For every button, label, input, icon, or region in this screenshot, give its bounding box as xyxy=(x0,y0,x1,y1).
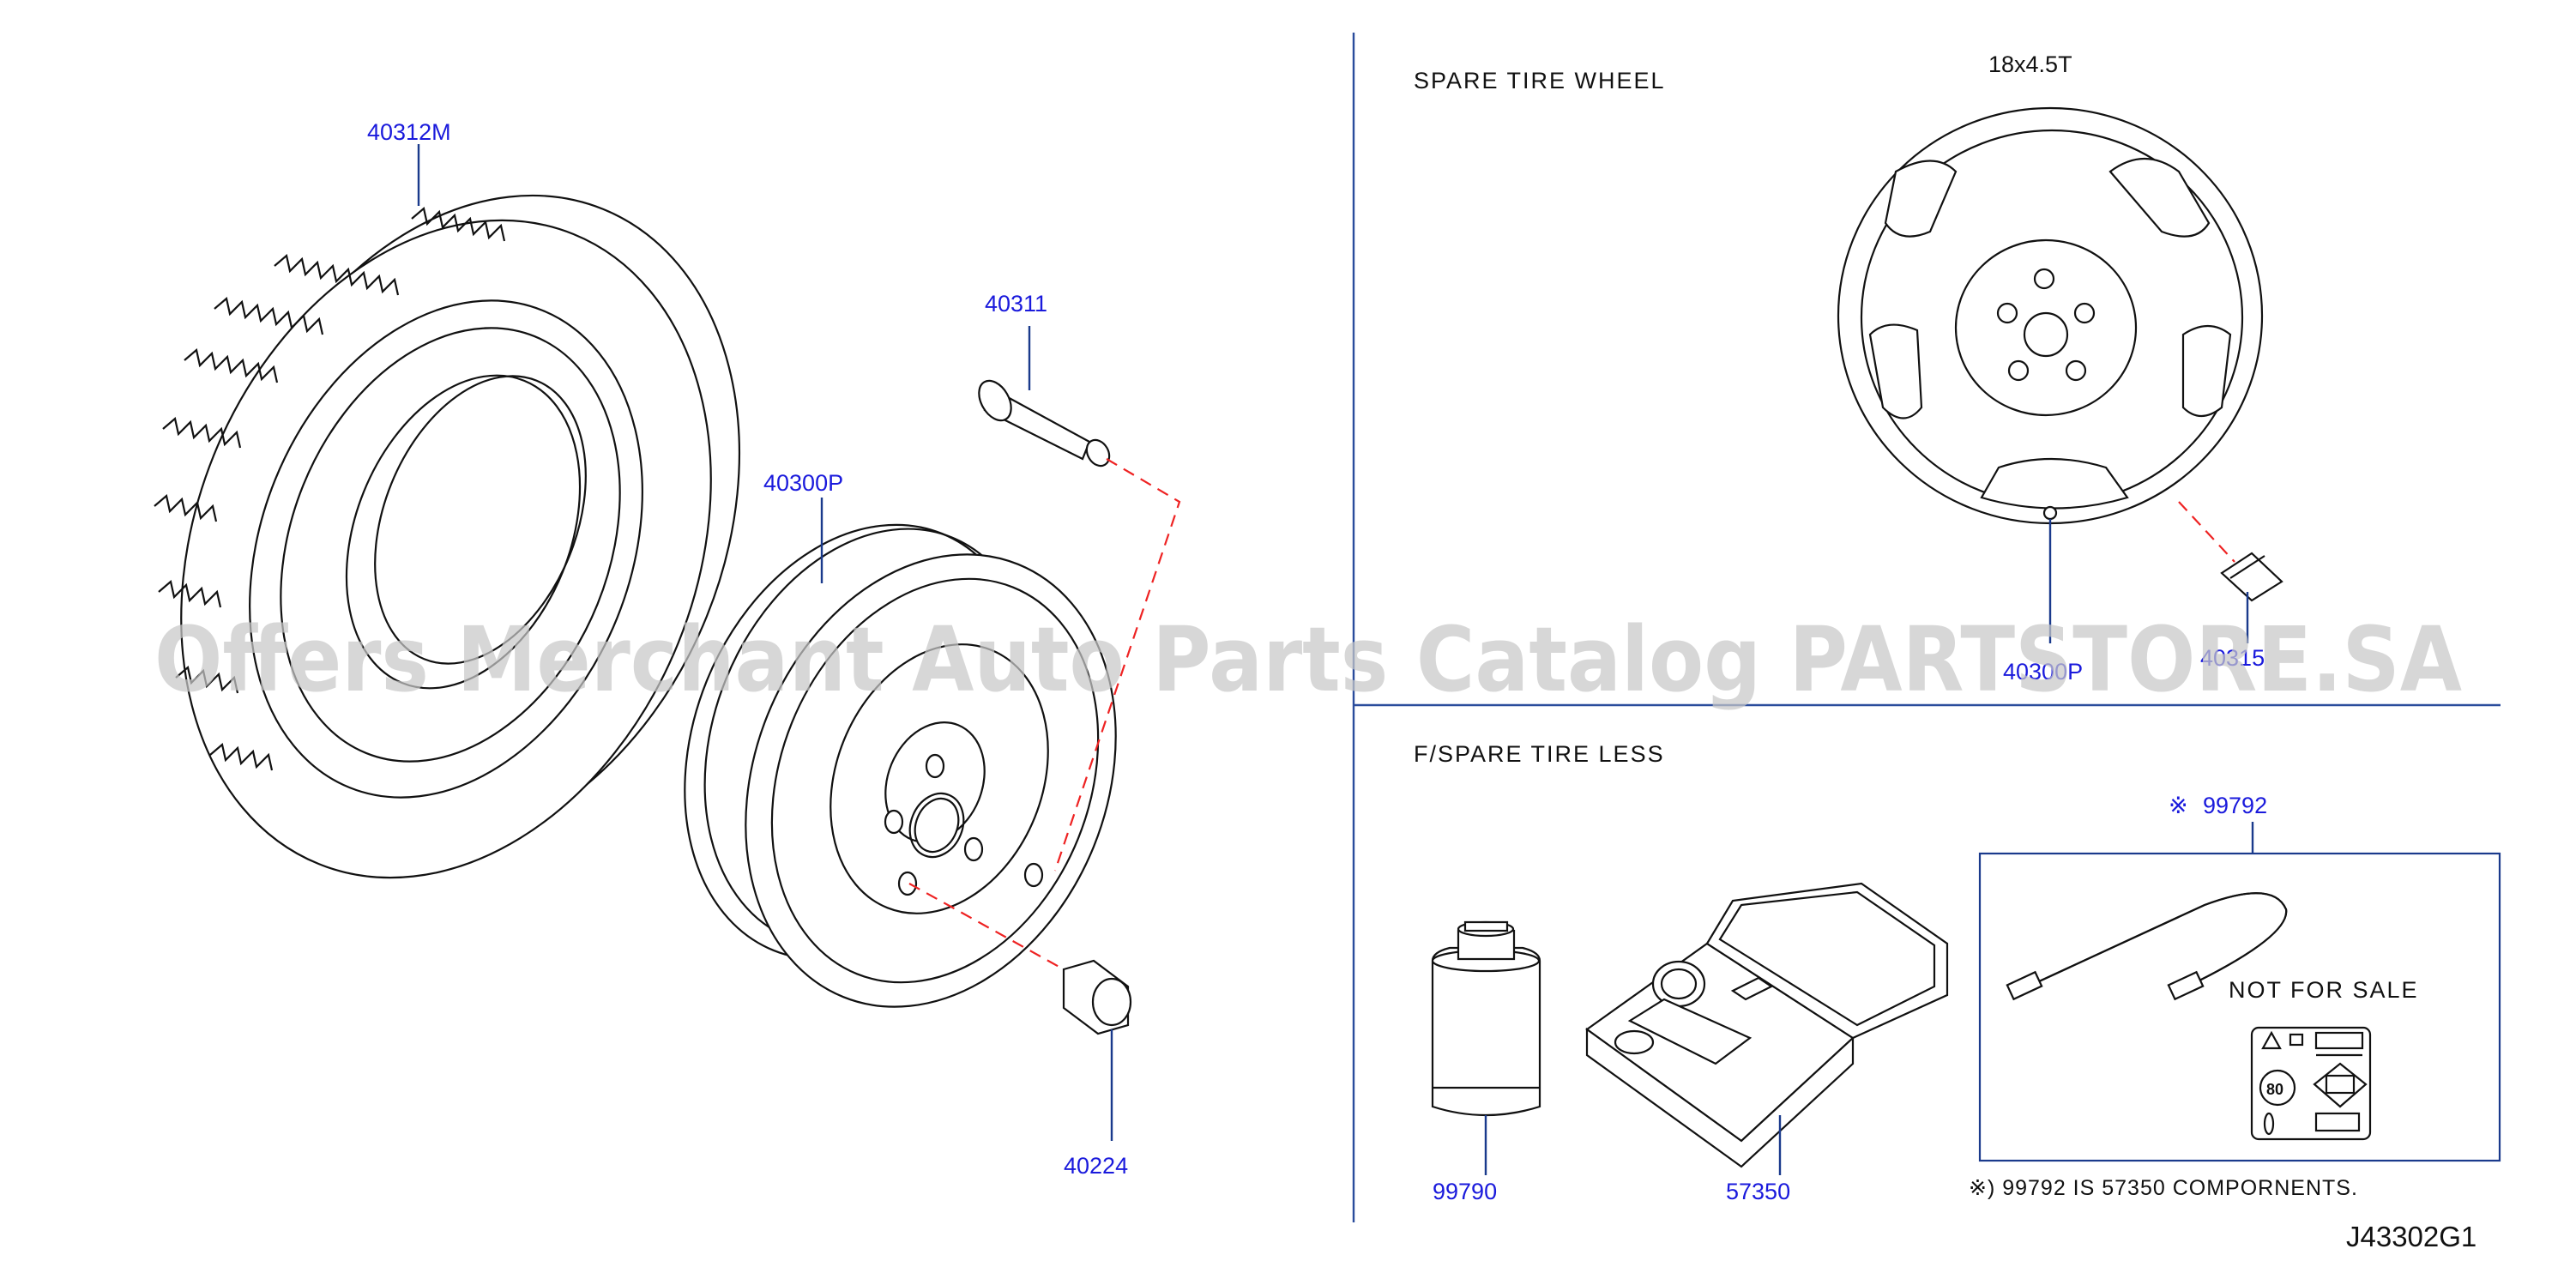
warning-label-icon xyxy=(2250,1026,2372,1141)
spare-valve-dashed-line xyxy=(2178,501,2235,563)
tire-illustration xyxy=(154,194,741,879)
valve-illustration xyxy=(978,379,1111,468)
wheel-illustration xyxy=(684,523,1117,1008)
section-title-spare-wheel: SPARE TIRE WHEEL xyxy=(1414,68,1666,94)
svg-text:80: 80 xyxy=(2266,1081,2283,1098)
watermark: Offers Merchant Auto Parts Catalog PARTS… xyxy=(154,607,2462,712)
nut-illustration xyxy=(1062,959,1132,1035)
part-number-compressor-kit[interactable]: 57350 xyxy=(1726,1179,1790,1204)
nut-dashed-line xyxy=(908,883,1065,970)
part-number-hose[interactable]: 99792 xyxy=(2203,793,2267,818)
tire-pressure-icon xyxy=(2263,1062,2368,1136)
part-number-wheel[interactable]: 40300P xyxy=(763,470,843,496)
section-title-tire-less: F/SPARE TIRE LESS xyxy=(1414,741,1665,767)
spare-valve-illustration xyxy=(2220,552,2283,602)
hose-illustration xyxy=(2006,892,2288,1001)
spare-wheel-size: 18x4.5T xyxy=(1988,51,2072,77)
speed-limit-80-icon: 80 xyxy=(2259,1069,2296,1107)
footnote: ※) 99792 IS 57350 COMPORNENTS. xyxy=(1969,1176,2358,1200)
not-for-sale-label: NOT FOR SALE xyxy=(2229,977,2419,1003)
part-number-spare-valve[interactable]: 40315 xyxy=(2200,645,2265,671)
sealant-bottle-illustration xyxy=(1431,920,1541,1117)
part-number-spare-wheel[interactable]: 40300P xyxy=(2003,659,2083,685)
figure-id: J43302G1 xyxy=(2346,1221,2476,1252)
part-number-sealant[interactable]: 99790 xyxy=(1433,1179,1497,1204)
hose-box xyxy=(1978,852,2501,1162)
part-number-tire[interactable]: 40312M xyxy=(367,119,451,145)
valve-dashed-line xyxy=(1053,458,1181,872)
hose-mark: ※ xyxy=(2169,793,2188,818)
compressor-kit-illustration xyxy=(1585,882,1949,1168)
spare-wheel-illustration xyxy=(1837,106,2264,525)
part-number-valve[interactable]: 40311 xyxy=(985,291,1047,317)
part-number-nut[interactable]: 40224 xyxy=(1064,1153,1128,1179)
